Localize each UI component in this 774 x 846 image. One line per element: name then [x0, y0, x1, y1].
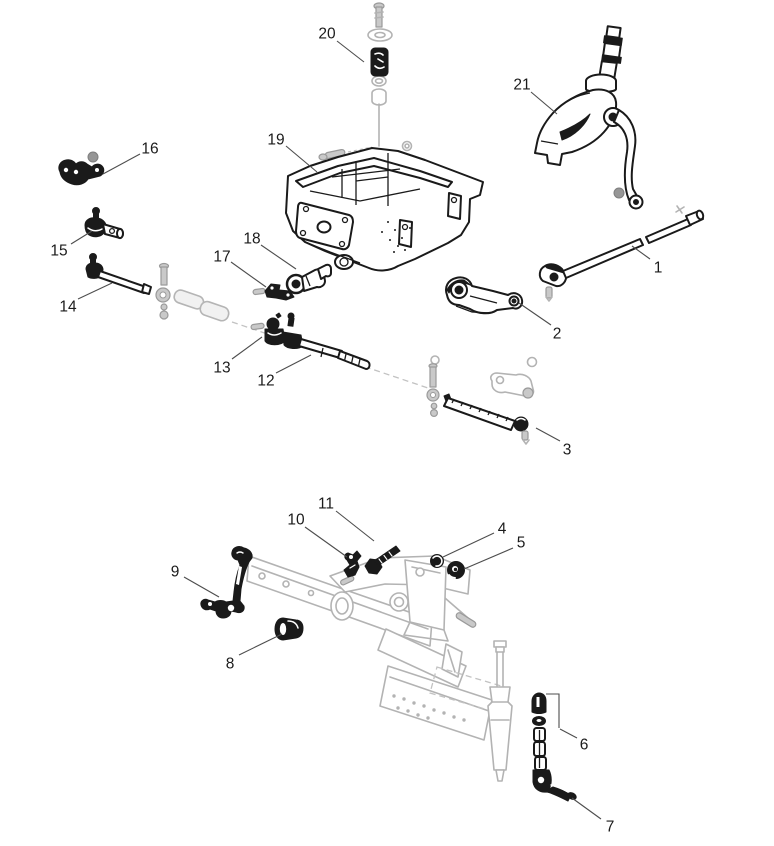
parts-layer — [58, 25, 705, 802]
callout-6-number: 6 — [580, 737, 589, 754]
callout-4-leader — [442, 532, 495, 558]
part-13-ball-joint — [250, 312, 286, 346]
callout-3-leader — [535, 427, 561, 442]
part-8-bushing — [274, 617, 304, 641]
callout-10-leader — [304, 526, 348, 558]
callout-16-leader — [102, 153, 141, 175]
part-16-lever — [58, 159, 105, 186]
callout-2-leader — [518, 302, 552, 326]
callout-6-leader — [559, 728, 578, 739]
callout-17-number: 17 — [213, 249, 230, 266]
part-9-drop-arm — [200, 546, 253, 619]
callout-19-leader — [285, 145, 318, 173]
callout-13-number: 13 — [213, 360, 230, 377]
callout-5-number: 5 — [517, 535, 526, 552]
callout-16-number: 16 — [141, 141, 158, 158]
part-12-tie-rod — [282, 312, 371, 370]
callout-12-leader — [275, 354, 312, 374]
steering-arm-ghost — [490, 356, 538, 399]
callout-20-leader — [336, 40, 365, 63]
callout-4-number: 4 — [498, 521, 507, 538]
housing-bolt-ghost — [318, 140, 413, 161]
callout-18-leader — [260, 244, 297, 270]
part-17-link — [252, 283, 295, 301]
callout-11-number: 11 — [318, 496, 334, 513]
callout-15-leader — [70, 230, 93, 245]
nut-ghost-21 — [613, 187, 625, 199]
part-3-arm-rod — [443, 393, 530, 445]
spacer-pins-ghost — [173, 289, 230, 322]
callout-8-number: 8 — [226, 656, 235, 673]
part-18-cylinder — [285, 263, 332, 295]
part-14-rod — [85, 253, 152, 295]
callout-7-number: 7 — [606, 819, 615, 836]
callout-2-number: 2 — [553, 326, 562, 343]
drag-link-hardware-ghost — [545, 205, 685, 302]
callout-8-leader — [238, 633, 283, 656]
callout-19-number: 19 — [267, 132, 284, 149]
callout-9-leader — [183, 576, 220, 598]
part-4-split-ring — [430, 554, 444, 568]
callout-3-number: 3 — [563, 442, 572, 459]
part-6-kit — [531, 692, 560, 728]
ghost-layer — [87, 2, 685, 782]
front-axle-ghost — [246, 555, 513, 782]
nut-ghost-16 — [87, 151, 99, 163]
part-7-spindle — [532, 727, 577, 802]
callout-1-number: 1 — [654, 260, 663, 277]
part-15-tie-rod-end — [84, 207, 124, 240]
callout-9-number: 9 — [171, 564, 180, 581]
callout-5-leader — [463, 547, 514, 570]
callout-15-number: 15 — [50, 243, 67, 260]
clamp-hardware-ghost-2 — [426, 355, 440, 418]
callout-14-leader — [77, 282, 113, 300]
part-1-drag-link — [538, 209, 705, 288]
callout-21-number: 21 — [513, 77, 530, 94]
part-5-flanged-nut — [447, 561, 465, 579]
part-20-spool — [370, 47, 389, 77]
callout-11-leader — [335, 510, 375, 542]
part-10-clamp — [343, 550, 362, 578]
callout-14-number: 14 — [59, 299, 77, 316]
callout-7-leader — [571, 797, 602, 820]
clamp-hardware-ghost — [155, 262, 171, 320]
callout-20-number: 20 — [318, 26, 336, 43]
callout-21-leader — [530, 91, 558, 115]
callout-13-leader — [231, 336, 263, 360]
callout-18-number: 18 — [243, 231, 260, 248]
part-2-steering-arm — [445, 276, 524, 315]
part-11-bolt — [364, 545, 401, 575]
part-19-axle-support — [285, 147, 484, 272]
callout-10-number: 10 — [287, 512, 305, 529]
callout-1-leader — [631, 245, 651, 260]
callout-17-leader — [230, 261, 267, 288]
part-21-steering-column — [534, 25, 644, 210]
callout-12-number: 12 — [257, 373, 274, 390]
